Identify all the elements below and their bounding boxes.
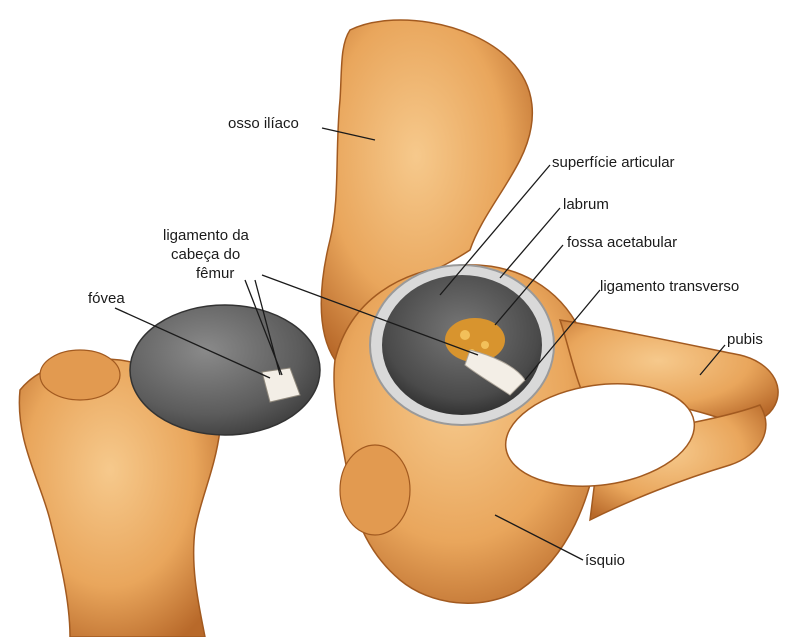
label-lig-cabeca-3: fêmur [196, 265, 234, 282]
label-osso-iliaco: osso ilíaco [228, 115, 299, 132]
greater-trochanter [40, 350, 120, 400]
femoral-head [130, 305, 320, 435]
label-fovea: fóvea [88, 290, 125, 307]
label-lig-cabeca-2: cabeça do [171, 246, 240, 263]
label-pubis: pubis [727, 331, 763, 348]
label-lig-cabeca-1: ligamento da [163, 227, 250, 244]
ischial-tuberosity [340, 445, 410, 535]
label-ligamento-transverso: ligamento transverso [600, 278, 739, 295]
label-labrum: labrum [563, 196, 609, 213]
label-superficie-articular: superfície articular [552, 154, 675, 171]
hip-bone [321, 20, 778, 603]
label-fossa-acetabular: fossa acetabular [567, 234, 677, 251]
leader-labrum [500, 208, 560, 278]
label-isquio: ísquio [585, 552, 625, 569]
